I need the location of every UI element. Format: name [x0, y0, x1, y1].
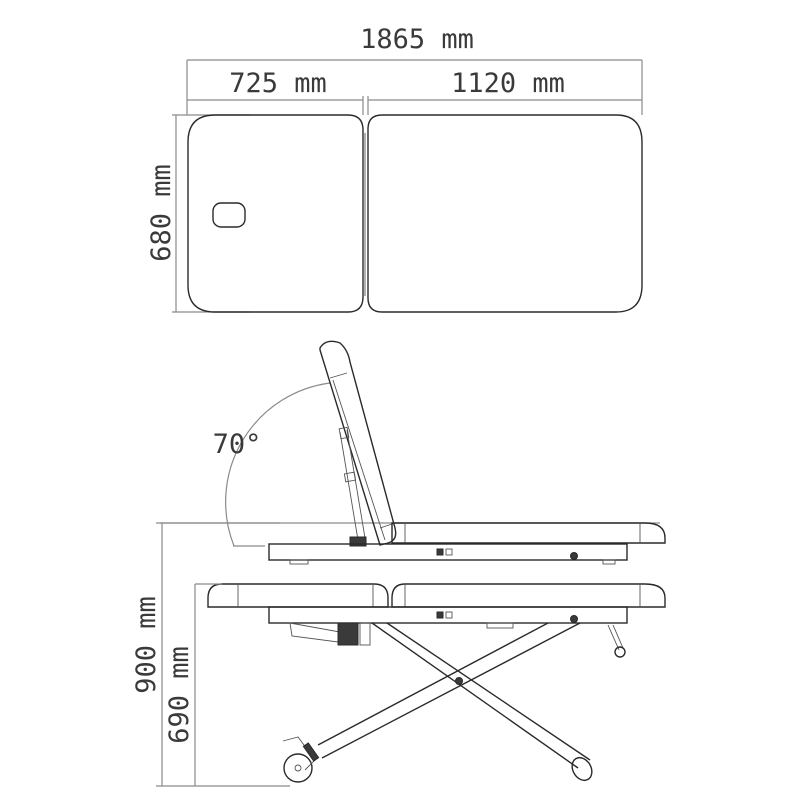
raised-body-cushion [391, 522, 666, 544]
body-section-length-label: 1120 mm [451, 68, 565, 99]
caster-wheel [282, 736, 320, 783]
min-height-label: 690 mm [164, 646, 195, 744]
raised-frame [268, 543, 628, 561]
width-dimension-lines [172, 114, 250, 313]
lift-motor [289, 622, 371, 646]
width-label: 680 mm [146, 164, 177, 262]
length-dimension-lines [186, 59, 643, 115]
raised-backrest [319, 340, 397, 546]
head-section-top [187, 114, 364, 313]
flat-head-cushion [207, 583, 389, 608]
side-view-flat [207, 583, 666, 783]
height-dimensions: 900 mm 690 mm [131, 522, 290, 787]
side-view-raised: 70° [160, 340, 666, 565]
scissor-legs [317, 622, 593, 782]
face-hole-icon [212, 202, 246, 228]
body-section-top [367, 114, 643, 313]
backrest-actuator [338, 426, 367, 547]
foot-pedal [607, 624, 626, 658]
flat-frame [268, 606, 628, 624]
total-length-label: 1865 mm [360, 24, 474, 55]
flat-body-cushion [391, 583, 666, 608]
backrest-angle-label: 70° [213, 429, 262, 460]
head-section-length-label: 725 mm [229, 68, 327, 99]
max-height-label: 900 mm [131, 596, 162, 694]
angle-arc [225, 382, 331, 547]
top-view: 1865 mm 725 mm 1120 mm 680 mm [146, 24, 643, 313]
